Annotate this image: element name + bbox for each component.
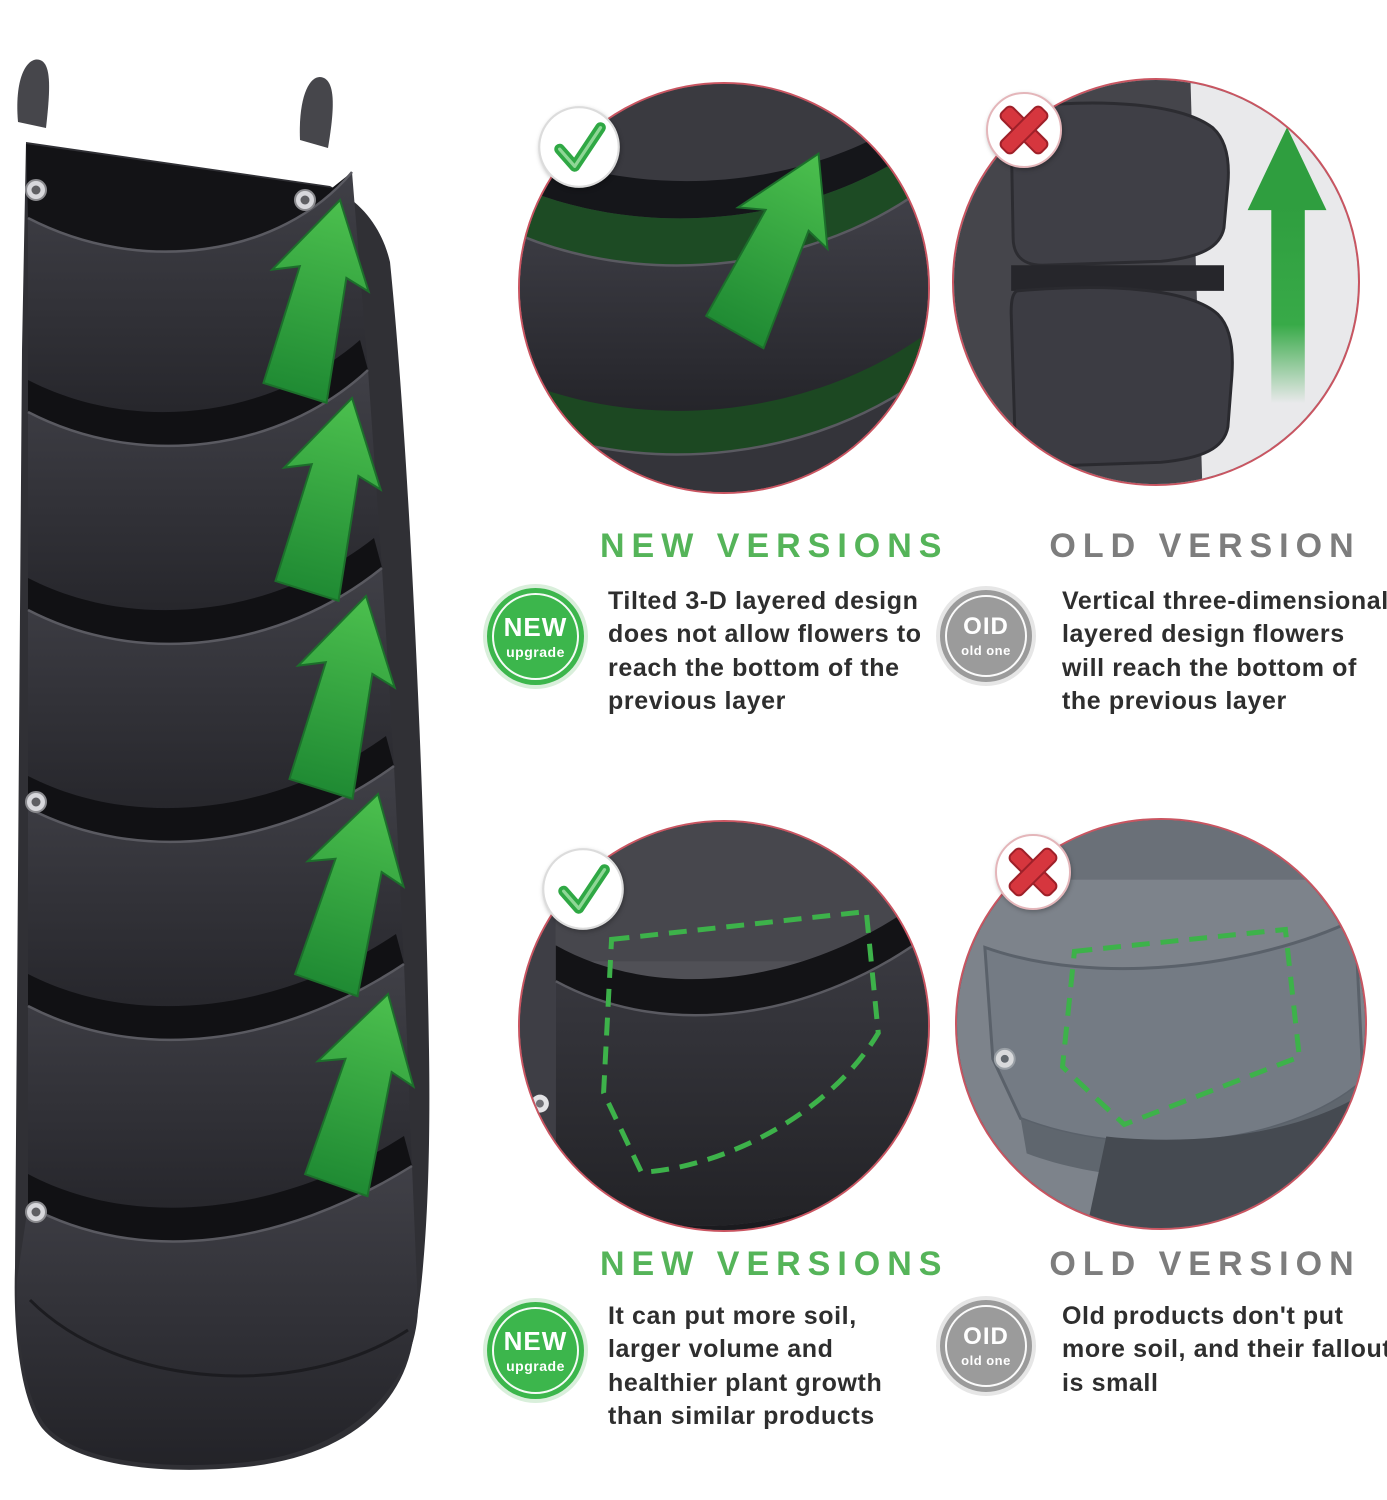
old-version-photo-top-crop [952, 78, 1360, 486]
check-icon [536, 104, 622, 190]
x-icon [984, 90, 1064, 170]
new-upgrade-badge-top: NEW upgrade [487, 588, 584, 685]
new-version-photo-top-crop [518, 82, 930, 494]
badge-subtitle: old one [961, 1352, 1011, 1368]
volume-outline-dashed [601, 908, 881, 1175]
check-icon [540, 846, 626, 932]
new-upgrade-badge-bottom: NEW upgrade [487, 1302, 584, 1399]
volume-outline-dashed [1059, 926, 1303, 1128]
old-one-badge-bottom: OID old one [940, 1300, 1032, 1392]
badge-subtitle: upgrade [506, 1357, 565, 1374]
planter-illustration [14, 59, 438, 1470]
new-versions-heading-bottom: NEW VERSIONS [600, 1245, 949, 1283]
badge-title: OID [963, 1322, 1009, 1350]
old-one-badge-top: OID old one [940, 590, 1032, 682]
grommet-icon [25, 179, 316, 1223]
old-version-photo-top [952, 78, 1360, 486]
x-icon [993, 832, 1073, 912]
new-description-bottom: It can put more soil, larger volume and … [608, 1302, 883, 1430]
new-versions-heading-top: NEW VERSIONS [600, 527, 949, 565]
hanging-strap-left [17, 59, 50, 128]
old-version-heading-top: OLD VERSION [1049, 527, 1361, 565]
arrow-up-icon [1247, 127, 1327, 404]
badge-subtitle: upgrade [506, 643, 565, 660]
hanging-strap-right [299, 76, 333, 148]
new-version-photo-bottom [518, 820, 930, 1232]
main-planter-photo [0, 50, 500, 1485]
new-version-photo-top [518, 82, 930, 494]
old-version-photo-bottom [955, 818, 1367, 1230]
badge-title: NEW [503, 1325, 568, 1356]
old-version-heading-bottom: OLD VERSION [1049, 1245, 1361, 1283]
badge-title: NEW [503, 611, 568, 642]
new-version-photo-bottom-crop [518, 820, 930, 1232]
new-description-top: Tilted 3-D layered design does not allow… [608, 587, 922, 715]
old-description-top: Vertical three-dimensional layered desig… [1062, 587, 1387, 715]
badge-subtitle: old one [961, 642, 1011, 658]
badge-title: OID [963, 612, 1009, 640]
old-description-bottom: Old products don't put more soil, and th… [1062, 1302, 1387, 1397]
